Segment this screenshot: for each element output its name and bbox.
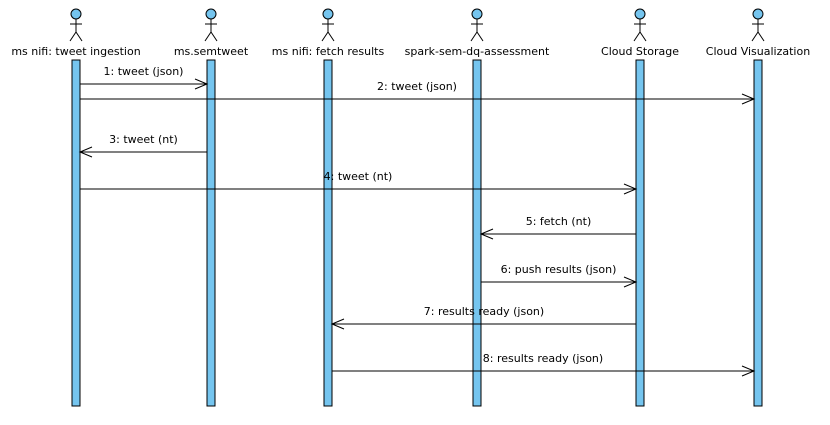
participant-p5: Cloud Storage	[601, 8, 679, 407]
lifeline-bar	[323, 59, 333, 407]
lifeline-bar	[71, 59, 81, 407]
participants: ms nifi: tweet ingestion ms.semtweet ms ni…	[11, 8, 810, 407]
open-arrowhead-icon	[78, 146, 93, 158]
open-arrowhead-icon	[623, 276, 638, 288]
participant-p1: ms nifi: tweet ingestion	[11, 8, 141, 407]
participant-label: Cloud Storage	[601, 45, 679, 58]
participant-label: spark-sem-dq-assessment	[405, 45, 550, 58]
participant-p6: Cloud Visualization	[706, 8, 810, 407]
open-arrowhead-icon	[479, 228, 494, 240]
open-arrowhead-icon	[330, 318, 345, 330]
message-3: 3: tweet (nt)	[78, 133, 207, 158]
message-label: 6: push results (json)	[501, 263, 617, 276]
actor-stick-figure-icon	[69, 8, 83, 42]
lifeline-bar	[206, 59, 216, 407]
message-label: 4: tweet (nt)	[324, 170, 393, 183]
participant-p3: ms nifi: fetch results	[272, 8, 385, 407]
participant-label: Cloud Visualization	[706, 45, 810, 58]
lifeline-bar	[753, 59, 763, 407]
message-5: 5: fetch (nt)	[479, 215, 636, 240]
lifeline-bar	[472, 59, 482, 407]
participant-label: ms.semtweet	[174, 45, 249, 58]
message-label: 1: tweet (json)	[104, 65, 184, 78]
participant-p4: spark-sem-dq-assessment	[405, 8, 550, 407]
message-label: 5: fetch (nt)	[526, 215, 592, 228]
message-8: 8: results ready (json)	[332, 352, 756, 377]
open-arrowhead-icon	[741, 93, 756, 105]
messages: 1: tweet (json) 2: tweet (json) 3: tweet (…	[78, 65, 756, 377]
message-6: 6: push results (json)	[481, 263, 638, 288]
participant-p2: ms.semtweet	[174, 8, 249, 407]
open-arrowhead-icon	[623, 183, 638, 195]
message-4: 4: tweet (nt)	[80, 170, 638, 195]
message-label: 2: tweet (json)	[377, 80, 457, 93]
lifeline-bar	[635, 59, 645, 407]
actor-stick-figure-icon	[204, 8, 218, 42]
message-2: 2: tweet (json)	[80, 80, 756, 105]
message-label: 8: results ready (json)	[483, 352, 603, 365]
message-label: 7: results ready (json)	[424, 305, 544, 318]
participant-label: ms nifi: tweet ingestion	[11, 45, 140, 58]
message-7: 7: results ready (json)	[330, 305, 636, 330]
open-arrowhead-icon	[194, 78, 209, 90]
actor-stick-figure-icon	[470, 8, 484, 42]
message-label: 3: tweet (nt)	[109, 133, 178, 146]
actor-stick-figure-icon	[751, 8, 765, 42]
participant-label: ms nifi: fetch results	[272, 45, 385, 58]
actor-stick-figure-icon	[633, 8, 647, 42]
actor-stick-figure-icon	[321, 8, 335, 42]
open-arrowhead-icon	[741, 365, 756, 377]
message-1: 1: tweet (json)	[80, 65, 209, 90]
